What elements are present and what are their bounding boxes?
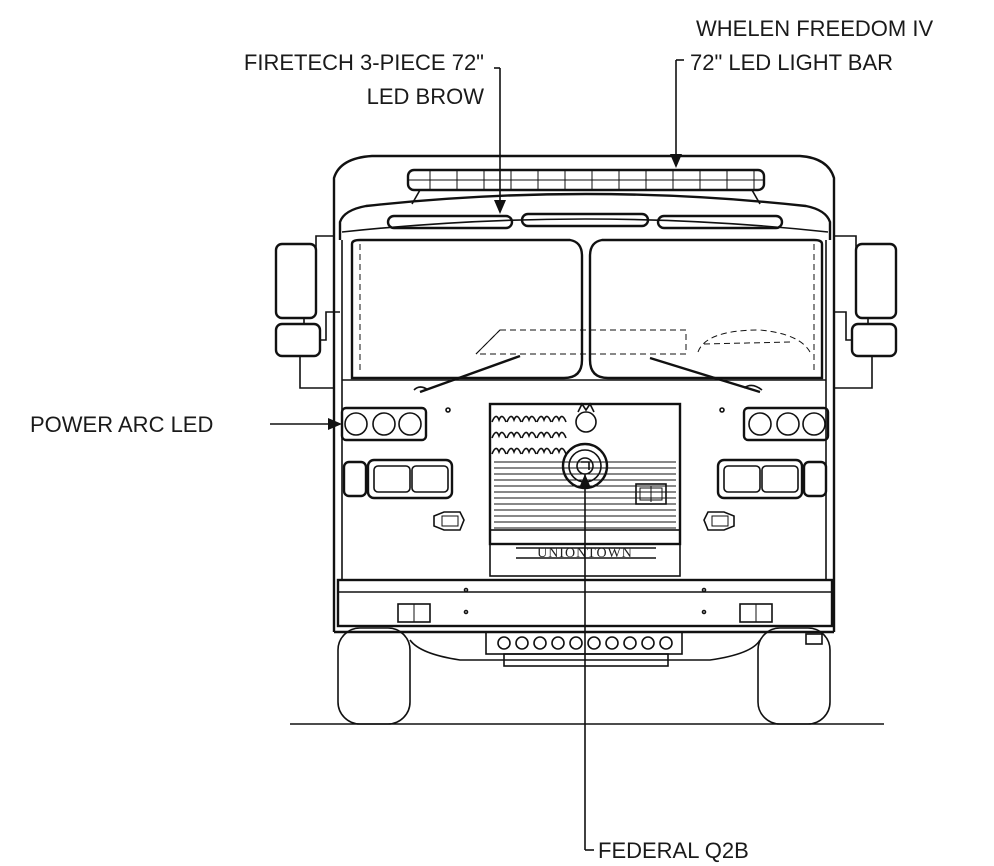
mirror-right xyxy=(834,235,898,389)
light-bar xyxy=(406,168,766,205)
tires xyxy=(337,627,831,725)
emblem-scallop xyxy=(521,415,537,423)
emblem-scallop xyxy=(491,431,507,439)
emblem-scallop xyxy=(506,447,522,455)
bumper-light xyxy=(551,636,565,650)
mirror-left xyxy=(274,235,340,389)
emblem-scallop xyxy=(506,415,522,423)
cab-body xyxy=(332,154,836,632)
bumper-light xyxy=(533,636,547,650)
headlights-right xyxy=(716,458,828,500)
emblem-scallop xyxy=(536,447,552,455)
callout-light-bar-line2: 72" LED LIGHT BAR xyxy=(690,50,893,75)
bumper-light xyxy=(497,636,511,650)
bumper-light xyxy=(659,636,673,650)
windshields xyxy=(350,238,824,380)
callout-siren: FEDERAL Q2B xyxy=(598,838,749,863)
callout-light-bar-line1: WHELEN FREEDOM IV xyxy=(696,16,933,41)
emblem-scallop xyxy=(536,431,552,439)
bumper-light xyxy=(587,636,601,650)
headlights-left xyxy=(342,458,454,500)
bumper-light xyxy=(569,636,583,650)
callout-brow-line1: FIRETECH 3-PIECE 72" xyxy=(244,50,484,75)
bumper-light xyxy=(623,636,637,650)
emblem-scallop xyxy=(521,447,537,455)
emblem-scallop xyxy=(521,431,537,439)
grille-emblem-cluster xyxy=(491,415,567,455)
power-arc-led-left xyxy=(340,406,428,442)
emblem-scallop xyxy=(506,431,522,439)
power-arc-led-right xyxy=(742,406,830,442)
led-brow xyxy=(386,212,784,230)
emblem-scallop xyxy=(551,447,567,455)
callout-power-arc: POWER ARC LED xyxy=(30,412,213,437)
marker-lights xyxy=(433,511,735,531)
front-panel xyxy=(334,379,834,634)
bumper-light xyxy=(605,636,619,650)
emblem-scallop xyxy=(491,447,507,455)
emblem-scallop xyxy=(551,415,567,423)
bumper-light xyxy=(641,636,655,650)
callout-leaders xyxy=(270,59,684,851)
emblem-scallop xyxy=(551,431,567,439)
callout-brow-line2: LED BROW xyxy=(367,84,485,109)
bumper-light xyxy=(515,636,529,650)
emblem-scallop xyxy=(536,415,552,423)
wipers xyxy=(413,354,763,413)
emblem-scallop xyxy=(491,415,507,423)
